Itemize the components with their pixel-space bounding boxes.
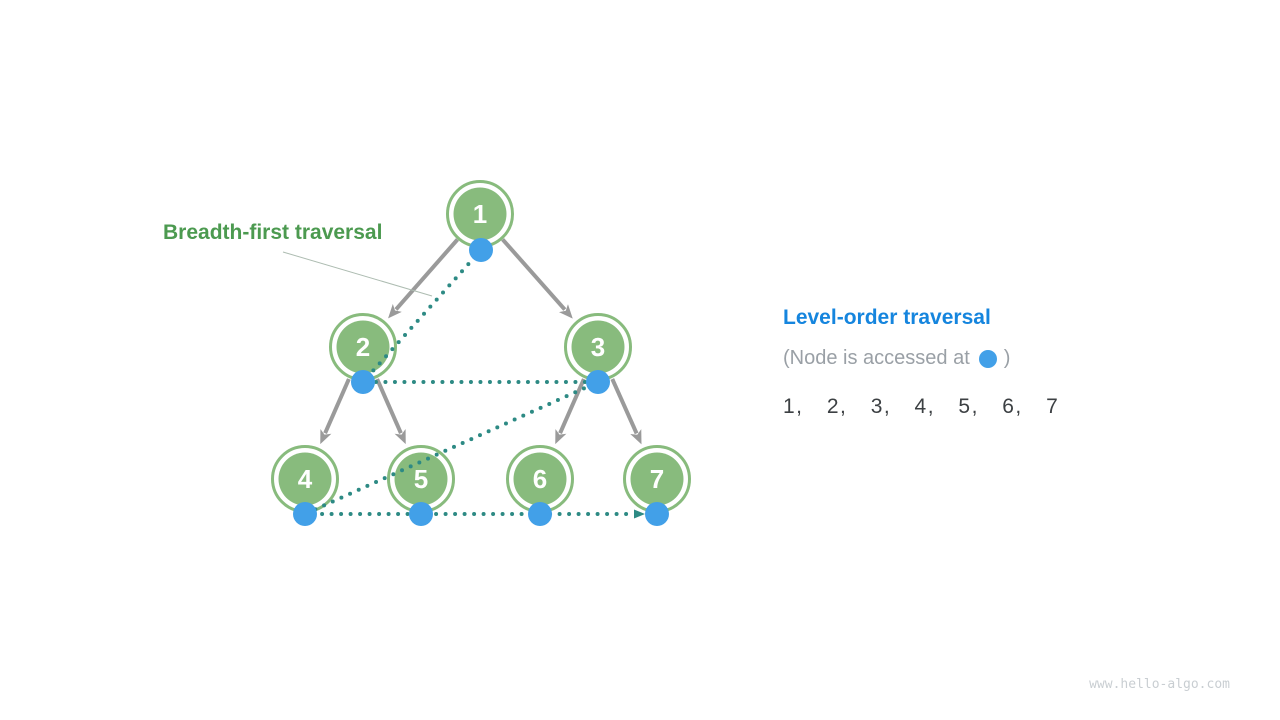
node-core	[513, 452, 567, 506]
node-core	[453, 187, 507, 241]
node-label: 6	[533, 464, 547, 494]
traversal-sequence: 1, 2, 3, 4, 5, 6, 7	[783, 395, 1060, 418]
access-dot-legend-icon	[978, 349, 997, 368]
edge-1-3	[501, 238, 573, 319]
node-core	[630, 452, 684, 506]
node-label: 5	[414, 464, 428, 494]
node-core	[394, 452, 448, 506]
edge-3-6	[555, 378, 586, 445]
node-core	[571, 320, 625, 374]
node-label: 3	[591, 332, 605, 362]
node-label: 4	[298, 464, 313, 494]
access-dot-4	[293, 502, 317, 526]
edge-2-5	[375, 378, 406, 445]
access-dot-7	[645, 502, 669, 526]
panel-note: (Node is accessed at )	[783, 347, 1059, 370]
tree-node-6: 6	[506, 445, 574, 513]
panel-note-prefix: (Node is accessed at	[783, 347, 970, 369]
access-dot-1	[469, 238, 493, 262]
node-label: 7	[650, 464, 664, 494]
tree-node-5: 5	[387, 445, 455, 513]
tree-nodes: 1 2 3 4 5	[271, 180, 691, 513]
tree-node-4: 4	[271, 445, 339, 513]
node-label: 1	[473, 199, 487, 229]
access-dot-2	[351, 370, 375, 394]
panel-heading: Level-order traversal	[783, 306, 991, 329]
tree-node-2: 2	[329, 313, 397, 381]
watermark: www.hello-algo.com	[1089, 677, 1230, 692]
edge-2-4	[320, 378, 351, 445]
edge-1-2	[388, 238, 460, 319]
tree-node-1: 1	[446, 180, 514, 248]
access-dot-3	[586, 370, 610, 394]
access-dots	[293, 238, 669, 526]
tree-node-3: 3	[564, 313, 632, 381]
panel-note-suffix: )	[1003, 347, 1011, 369]
tree-node-7: 7	[623, 445, 691, 513]
explanation-panel: Level-order traversal (Node is accessed …	[783, 306, 1059, 419]
tree-edges	[320, 238, 642, 445]
node-label: 2	[356, 332, 370, 362]
edge-3-7	[610, 378, 642, 445]
node-core	[336, 320, 390, 374]
diagram-title: Breadth-first traversal	[163, 221, 383, 244]
access-dot-5	[409, 502, 433, 526]
title-leader-line	[282, 251, 433, 297]
access-dot-6	[528, 502, 552, 526]
node-core	[278, 452, 332, 506]
